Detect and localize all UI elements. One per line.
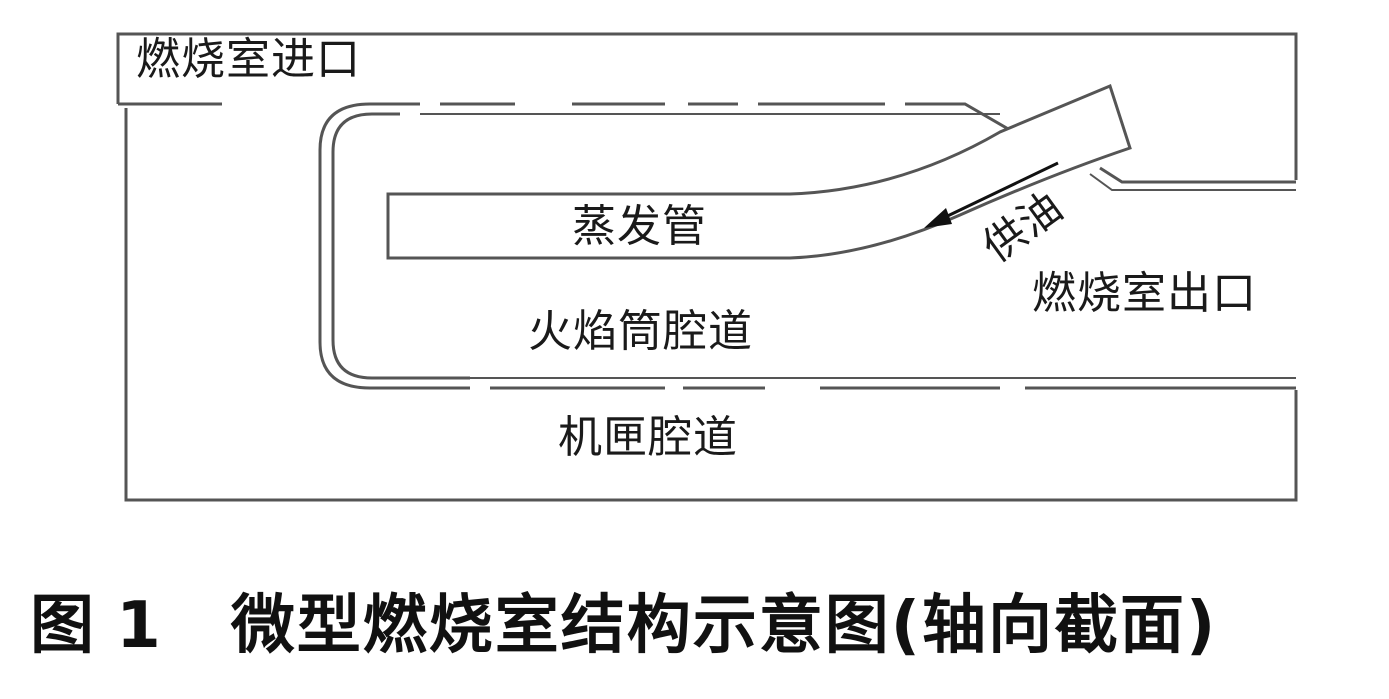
figure-caption: 图 1 微型燃烧室结构示意图(轴向截面) [0, 586, 1389, 666]
figure-number: 图 1 [30, 589, 161, 663]
casing-label: 机匣腔道 [558, 412, 738, 463]
flame-tube-liner [318, 102, 1296, 390]
inlet-label: 燃烧室进口 [136, 34, 361, 85]
casing-outline [116, 32, 1298, 502]
combustor-diagram: 燃烧室进口 蒸发管 火焰筒腔道 机匣腔道 燃烧室出口 供油 [116, 32, 1298, 502]
flame-tube-label: 火焰筒腔道 [528, 306, 753, 357]
evaporator-label: 蒸发管 [572, 201, 707, 252]
combustor-diagram-svg [116, 32, 1298, 502]
figure-title: 微型燃烧室结构示意图(轴向截面) [230, 589, 1218, 663]
outlet-label: 燃烧室出口 [1032, 268, 1257, 319]
oil-supply-arrow [924, 161, 1059, 228]
